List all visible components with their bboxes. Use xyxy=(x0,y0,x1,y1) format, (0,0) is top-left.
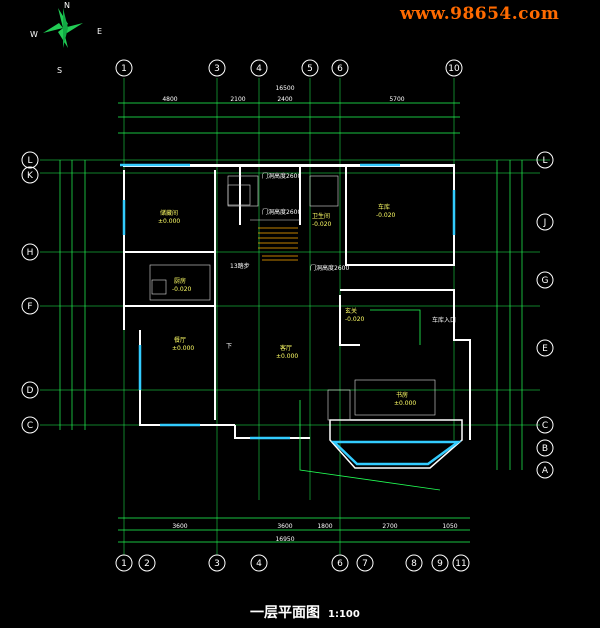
compass-north-label: N xyxy=(64,1,70,10)
door-note: 门洞高度2600 xyxy=(262,208,301,216)
dim-bottom: 1800 xyxy=(317,523,332,530)
dim-bottom-overall: 16950 xyxy=(275,536,294,543)
grid-bottom-label: 4 xyxy=(256,559,262,569)
grid-bottom-label: 3 xyxy=(214,559,220,569)
grid-right-label: A xyxy=(542,466,549,476)
dim-bottom: 1050 xyxy=(442,523,457,530)
grid-right-label: B xyxy=(542,444,548,454)
grid-right-label: C xyxy=(542,421,548,431)
drawing-scale: 1:100 xyxy=(328,609,360,620)
interior-lines xyxy=(149,175,436,421)
grid-bottom-label: 7 xyxy=(362,559,368,569)
room-elev: ±0.000 xyxy=(158,218,180,225)
dimension-texts: 4800 2100 2400 5700 16500 16950 3600 360… xyxy=(162,85,457,543)
grid-bottom-label: 8 xyxy=(411,559,417,569)
room-elev: -0.020 xyxy=(172,286,192,293)
dim-top: 2400 xyxy=(277,96,292,103)
room-name: 车库 xyxy=(378,203,390,211)
grid-bottom-label: 6 xyxy=(337,559,343,569)
dim-bottom: 3600 xyxy=(172,523,187,530)
stair-note: 13踏步 xyxy=(230,262,250,270)
grid-lines xyxy=(40,78,550,555)
grid-top-label: 10 xyxy=(448,64,460,74)
compass-south-label: S xyxy=(57,66,63,75)
stairs xyxy=(258,227,298,261)
room-name: 客厅 xyxy=(280,344,292,352)
grid-right-label: J xyxy=(543,218,547,228)
grid-left-label: L xyxy=(27,156,32,166)
room-name: 储藏间 xyxy=(160,209,178,217)
grid-bottom-label: 2 xyxy=(144,559,150,569)
grid-bottom-label: 1 xyxy=(121,559,127,569)
room-name: 书房 xyxy=(396,391,408,399)
grid-left-label: K xyxy=(27,171,34,181)
grid-top-label: 5 xyxy=(307,64,313,74)
notes: 门洞高度2600 门洞高度2600 门洞高度2600 13踏步 车库入口 下 xyxy=(226,172,456,350)
drawing-title: 一层平面图 1:100 xyxy=(250,602,360,622)
room-elev: -0.020 xyxy=(312,221,332,228)
grid-left-label: H xyxy=(27,248,34,258)
dim-bottom: 3600 xyxy=(277,523,292,530)
walls xyxy=(123,164,471,440)
green-accents xyxy=(299,309,441,491)
door-note: 门洞高度2600 xyxy=(262,172,301,180)
room-name: 玄关 xyxy=(345,307,357,315)
dim-top: 2100 xyxy=(230,96,245,103)
grid-bottom-label: 11 xyxy=(455,559,466,569)
windows xyxy=(120,163,456,440)
room-elev: -0.020 xyxy=(345,316,365,323)
room-elev: ±0.000 xyxy=(276,353,298,360)
dimension-lines xyxy=(59,102,523,543)
grid-right-label: E xyxy=(542,344,548,354)
left-grid-markers xyxy=(21,151,39,434)
dim-top: 4800 xyxy=(162,96,177,103)
drawing-title-text: 一层平面图 xyxy=(250,605,320,621)
room-labels: 客厅 ±0.000 车库 -0.020 厨房 -0.020 餐厅 ±0.000 … xyxy=(158,203,416,407)
room-name: 厨房 xyxy=(174,277,186,285)
grid-labels: 1 3 4 5 6 10 1 2 3 4 6 7 8 9 11 L K H F … xyxy=(27,64,549,569)
door-note: 门洞高度2600 xyxy=(310,264,349,272)
right-grid-markers xyxy=(536,151,554,479)
grid-bottom-label: 9 xyxy=(437,559,443,569)
compass-icon xyxy=(43,8,83,48)
grid-top-label: 1 xyxy=(121,64,127,74)
grid-top-label: 4 xyxy=(256,64,262,74)
grid-top-label: 3 xyxy=(214,64,220,74)
room-elev: -0.020 xyxy=(376,212,396,219)
compass-west-label: W xyxy=(30,30,38,39)
room-name: 餐厅 xyxy=(174,336,186,344)
grid-left-label: C xyxy=(27,421,33,431)
dim-top: 5700 xyxy=(389,96,404,103)
grid-right-label: G xyxy=(542,276,549,286)
grid-left-label: F xyxy=(27,302,32,312)
site-watermark: www.98654.com xyxy=(400,4,560,24)
room-elev: ±0.000 xyxy=(172,345,194,352)
dim-bottom: 2700 xyxy=(382,523,397,530)
bay-window xyxy=(329,419,463,469)
top-grid-markers xyxy=(115,59,463,77)
down-note: 下 xyxy=(226,343,232,350)
grid-right-label: L xyxy=(542,156,547,166)
compass-east-label: E xyxy=(97,27,103,36)
dim-top-overall: 16500 xyxy=(275,85,294,92)
room-name: 卫生间 xyxy=(312,212,330,220)
room-elev: ±0.000 xyxy=(394,400,416,407)
entry-note: 车库入口 xyxy=(432,316,456,324)
grid-top-label: 6 xyxy=(337,64,343,74)
grid-left-label: D xyxy=(27,386,34,396)
bottom-grid-markers xyxy=(115,554,470,572)
